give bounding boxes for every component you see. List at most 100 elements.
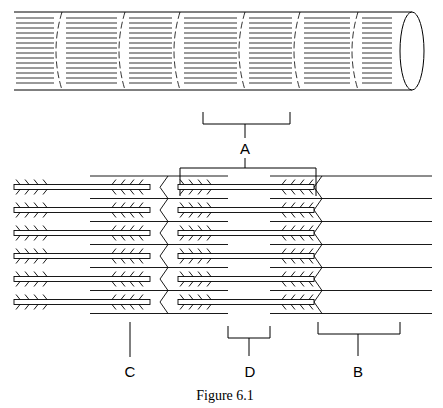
myosin-head: [309, 203, 313, 218]
thin-filament: [322, 176, 432, 177]
striation: [129, 28, 172, 29]
striation: [129, 33, 172, 34]
striation: [249, 33, 292, 34]
striation: [66, 23, 117, 24]
striation: [184, 63, 237, 64]
myosin-head: [189, 249, 193, 264]
myosin-head: [189, 295, 193, 310]
thick-filament: [14, 300, 150, 305]
myosin-head: [282, 249, 286, 264]
myosin-head: [198, 295, 202, 310]
myosin-head: [34, 295, 38, 310]
striation: [66, 53, 117, 54]
myosin-head: [180, 203, 184, 218]
striation: [66, 28, 117, 29]
thin-filament: [270, 313, 322, 314]
striation: [362, 23, 392, 24]
striation: [184, 83, 237, 84]
z-line: [160, 176, 168, 314]
striation: [304, 73, 350, 74]
striation: [66, 73, 117, 74]
striation: [249, 63, 292, 64]
myosin-head: [130, 226, 134, 241]
striation: [16, 23, 54, 24]
myosin-head: [207, 295, 211, 310]
thin-filament: [168, 267, 228, 268]
striation: [184, 33, 237, 34]
figure-caption: Figure 6.1: [196, 388, 254, 404]
striation: [249, 48, 292, 49]
striation: [362, 28, 392, 29]
thin-filament: [168, 290, 228, 291]
striation: [16, 48, 54, 49]
myosin-head: [139, 295, 143, 310]
cylinder-edge: [14, 90, 412, 91]
thin-filament: [322, 267, 432, 268]
z-disc-arc: [56, 12, 62, 90]
thin-filament: [168, 221, 228, 222]
striation: [129, 18, 172, 19]
striation: [249, 38, 292, 39]
striation: [184, 78, 237, 79]
striation: [184, 23, 237, 24]
striation: [362, 53, 392, 54]
striation: [129, 43, 172, 44]
myosin-head: [112, 226, 116, 241]
myosin-head: [198, 272, 202, 287]
myosin-head: [300, 249, 304, 264]
myosin-head: [180, 295, 184, 310]
myosin-head: [291, 180, 295, 195]
striation: [129, 23, 172, 24]
striation: [129, 78, 172, 79]
striation: [304, 58, 350, 59]
myosin-head: [112, 295, 116, 310]
striation: [362, 73, 392, 74]
myosin-head: [43, 272, 47, 287]
myosin-head: [291, 203, 295, 218]
myosin-head: [291, 226, 295, 241]
myosin-head: [34, 249, 38, 264]
striation: [184, 18, 237, 19]
myosin-head: [121, 295, 125, 310]
thin-filament: [270, 221, 322, 222]
thin-filament: [90, 176, 168, 177]
myosin-head: [130, 272, 134, 287]
leader-line: [130, 322, 131, 357]
z-line: [314, 176, 322, 314]
striation: [66, 48, 117, 49]
striation: [362, 18, 392, 19]
myofibril-cylinder: [14, 12, 424, 90]
thin-filament: [270, 244, 322, 245]
myosin-head: [207, 249, 211, 264]
myosin-head: [121, 249, 125, 264]
myosin-head: [291, 249, 295, 264]
striation: [16, 33, 54, 34]
myosin-head: [34, 203, 38, 218]
thin-filament: [322, 244, 432, 245]
myosin-head: [121, 203, 125, 218]
myosin-head: [207, 272, 211, 287]
myosin-head: [43, 226, 47, 241]
striation: [16, 63, 54, 64]
bracket: [318, 322, 400, 356]
striation: [66, 33, 117, 34]
striation: [304, 23, 350, 24]
myosin-head: [43, 295, 47, 310]
striation: [129, 83, 172, 84]
striation: [304, 28, 350, 29]
striation: [66, 18, 117, 19]
myosin-head: [282, 272, 286, 287]
thin-filament: [90, 198, 168, 199]
striation: [184, 58, 237, 59]
myosin-head: [300, 272, 304, 287]
striation: [66, 63, 117, 64]
striation: [16, 28, 54, 29]
part-letter: B: [353, 363, 363, 380]
myosin-head: [34, 180, 38, 195]
striation: [129, 63, 172, 64]
striation: [129, 38, 172, 39]
striation: [16, 83, 54, 84]
myosin-head: [130, 295, 134, 310]
thin-filament: [168, 198, 228, 199]
